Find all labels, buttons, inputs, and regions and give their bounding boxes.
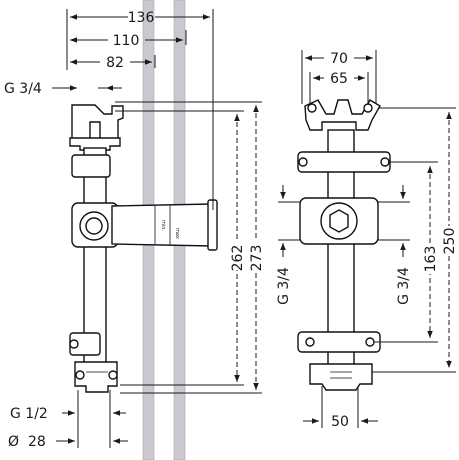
- scale-max-label: max: [174, 228, 180, 239]
- dim-70: 70: [305, 51, 373, 67]
- dim-136-label: 136: [128, 10, 155, 26]
- dim-50-label: 50: [331, 414, 349, 430]
- dim-65: 65: [313, 71, 365, 87]
- dim-250: 250: [440, 112, 458, 368]
- thread-left-dim: G 3/4: [276, 185, 292, 305]
- dim-273-label: 273: [249, 245, 265, 272]
- diameter-label: 28: [28, 434, 46, 450]
- dim-110-label: 110: [113, 33, 140, 49]
- dim-262: 262: [228, 114, 246, 382]
- thread-top-dim: G 3/4: [4, 81, 122, 97]
- thread-right-dim: G 3/4: [396, 185, 412, 305]
- thread-bottom-label: G 1/2: [10, 406, 48, 422]
- side-view-valve-body: [69, 104, 218, 393]
- dim-250-label: 250: [442, 228, 458, 255]
- diameter-symbol: Ø: [8, 434, 19, 450]
- dim-136: 136: [70, 10, 210, 26]
- diameter-dim: Ø 28: [8, 434, 128, 450]
- scale-min-label: min.: [160, 220, 166, 231]
- dim-163-label: 163: [423, 246, 439, 273]
- dim-65-label: 65: [330, 71, 348, 87]
- thread-top-label: G 3/4: [4, 81, 42, 97]
- dim-82-label: 82: [106, 55, 124, 71]
- dim-50: 50: [303, 414, 378, 430]
- thread-bottom-dim: G 1/2: [10, 406, 126, 422]
- dim-82: 82: [70, 55, 152, 71]
- thread-right-label: G 3/4: [396, 267, 412, 305]
- thread-left-label: G 3/4: [276, 267, 292, 305]
- dim-110: 110: [70, 33, 183, 49]
- dim-262-label: 262: [230, 245, 246, 272]
- dim-273: 273: [247, 105, 265, 390]
- dim-163: 163: [421, 166, 439, 338]
- front-view-valve-body: [297, 99, 391, 391]
- dim-70-label: 70: [330, 51, 348, 67]
